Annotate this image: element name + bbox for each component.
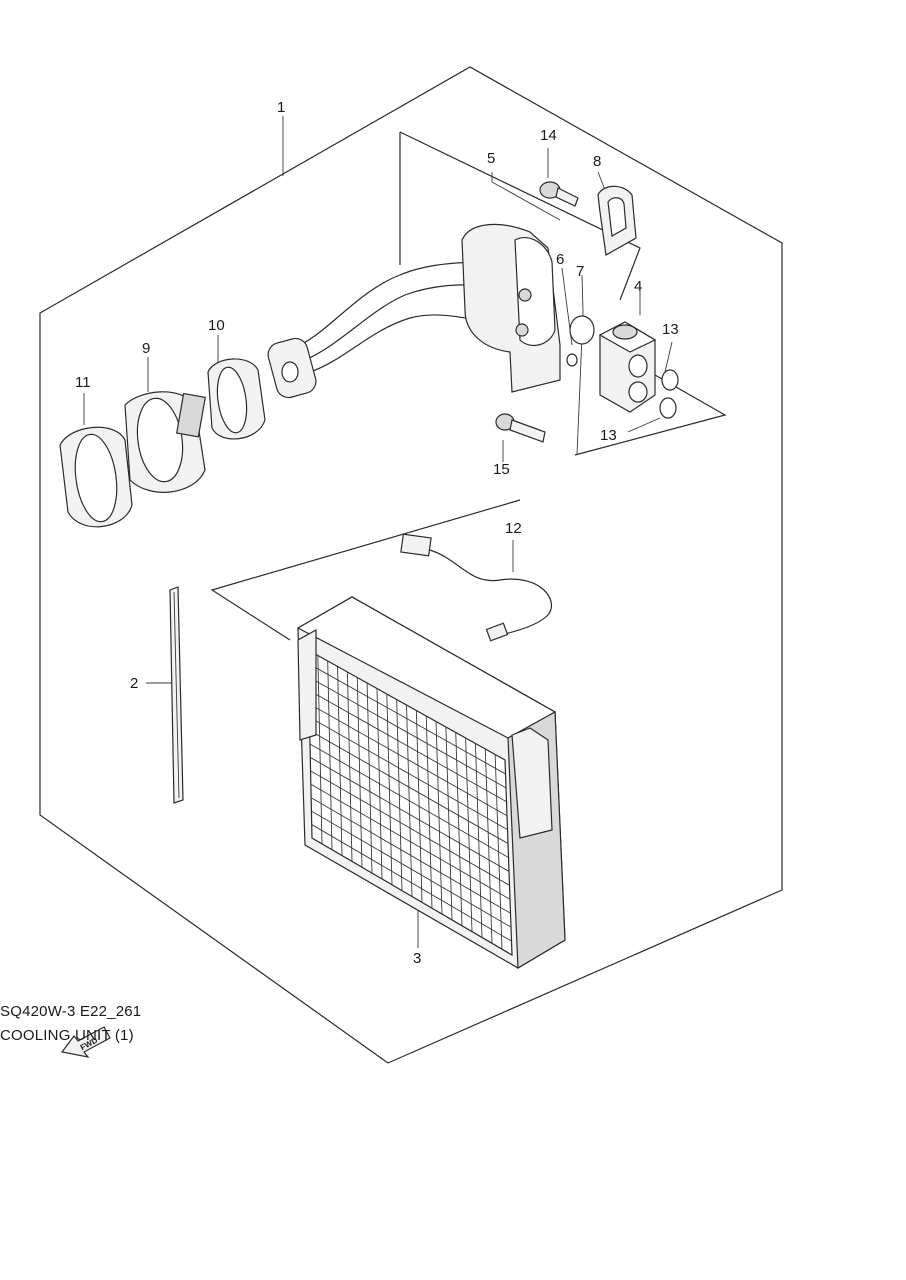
o-ring-13-parts [659,369,679,419]
callout-13-lower: 13 [600,427,617,444]
grommet-part [207,358,266,440]
fin-crossline [310,783,511,900]
expansion-valve-part [598,321,657,413]
callout-2: 2 [130,675,138,692]
pipe-assembly-part [267,223,561,399]
diagram-title: COOLING UNIT (1) [0,1027,134,1044]
subassembly-boundary-right [574,374,727,456]
subassembly-boundary-top [399,131,641,301]
bolt-15-part [495,413,546,443]
callout-6: 6 [556,251,564,268]
fin-crossline [311,810,512,928]
fin-crossline [308,676,507,789]
fin-crossline [308,703,508,817]
assembly-boundary [39,66,783,1064]
fin-crossline [309,743,509,858]
fin-crossline [308,663,506,775]
fin-crossline [309,716,508,831]
fin-crossline [310,770,510,886]
fin-crossline [309,730,509,844]
evaporator-core-part [296,596,566,970]
sensor-wire-part [400,533,553,642]
fin-crossline [311,824,512,942]
diagram-code: SQ420W-3 E22_261 [0,1003,142,1020]
seal-strip-part [169,586,184,804]
clamp-bracket-part [597,185,637,256]
callout-1: 1 [277,99,285,116]
callout-9: 9 [142,340,150,357]
callout-11: 11 [75,374,91,391]
fin-crossline [308,689,507,803]
callout-14: 14 [540,127,557,144]
callout-7: 7 [576,263,584,280]
o-ring-parts [566,315,595,367]
fin-crossline [310,797,511,914]
callout-5: 5 [487,150,495,167]
callout-13-upper: 13 [662,321,679,338]
callout-15: 15 [493,461,510,478]
callout-12: 12 [505,520,522,537]
callout-4: 4 [634,278,642,295]
bolt-14-part [539,181,579,207]
connector-housing-part [124,391,206,493]
callout-10: 10 [208,317,225,334]
callout-8: 8 [593,153,601,170]
fin-crossline [310,757,510,872]
callout-3: 3 [413,950,421,967]
gasket-ring-part [59,426,133,528]
evaporator-boundary [210,499,521,641]
